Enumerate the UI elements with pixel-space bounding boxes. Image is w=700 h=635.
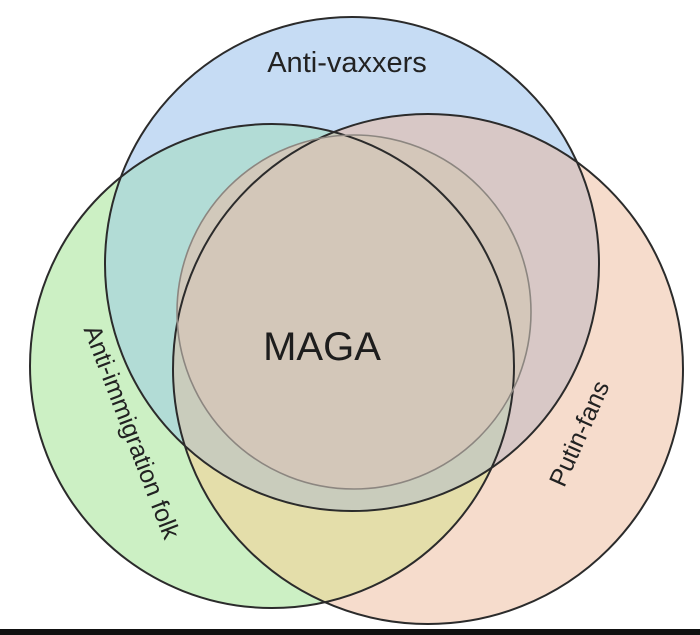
label-anti-vaxxers: Anti-vaxxers [267, 47, 427, 79]
outline-maga [176, 134, 532, 490]
bottom-border [0, 629, 700, 635]
circle-maga [177, 135, 531, 489]
label-maga: MAGA [263, 325, 381, 369]
outline-putin-fans [172, 113, 684, 625]
outline-anti-immigration [29, 123, 515, 609]
outline-anti-vaxxers [104, 16, 600, 512]
